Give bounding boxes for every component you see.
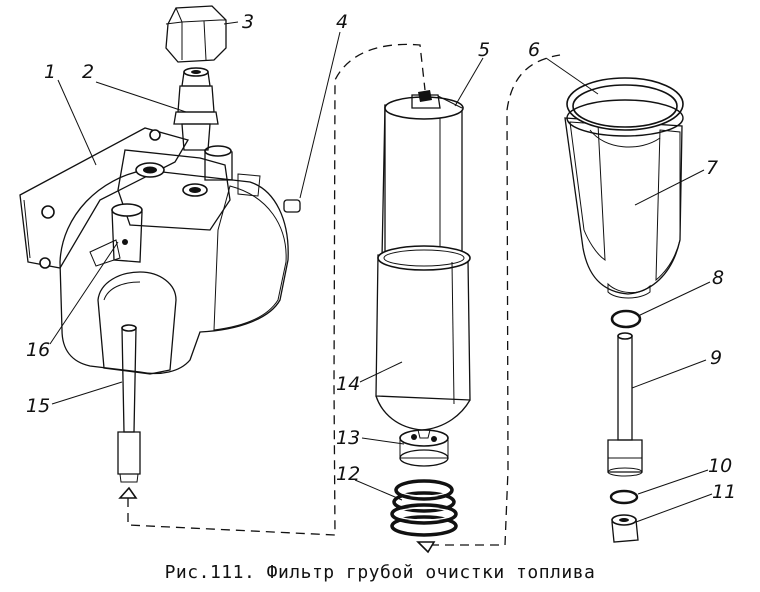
filter-housing [19,127,289,375]
filter-element [375,90,471,431]
drain-stud [607,332,643,477]
callout-15: 15 [26,395,50,417]
callout-10: 10 [708,455,732,477]
callout-4: 4 [336,11,348,33]
bolt-rod [117,324,141,483]
drain-plug [611,514,639,543]
flow-path-line [127,43,426,536]
spring [390,479,458,537]
leader-lines [49,21,713,523]
callout-14: 14 [336,373,360,395]
callout-6: 6 [528,39,540,61]
figure-caption: Рис.111. Фильтр грубой очистки топлива [164,562,596,583]
callout-3: 3 [242,11,254,33]
flow-arrow-up [118,486,138,499]
small-washer [609,489,639,505]
seal-ring [610,309,642,329]
callout-5: 5 [478,39,490,61]
filter-bowl [564,77,684,299]
callout-2: 2 [82,61,94,83]
callout-11: 11 [712,481,736,503]
cap-nut [165,5,227,63]
callout-9: 9 [710,347,722,369]
union-fitting [173,67,219,151]
flow-path-line-right [430,54,561,546]
support-washer [399,429,449,467]
callout-16: 16 [26,339,50,361]
small-plug [283,199,301,213]
callout-labels: 1 2 3 4 5 6 7 8 9 10 11 12 13 14 15 16 [26,11,736,503]
callout-12: 12 [336,463,360,485]
callout-7: 7 [706,157,718,179]
flow-arrow-down [416,541,436,554]
callout-13: 13 [336,427,360,449]
callout-1: 1 [44,61,56,83]
callout-8: 8 [712,267,724,289]
